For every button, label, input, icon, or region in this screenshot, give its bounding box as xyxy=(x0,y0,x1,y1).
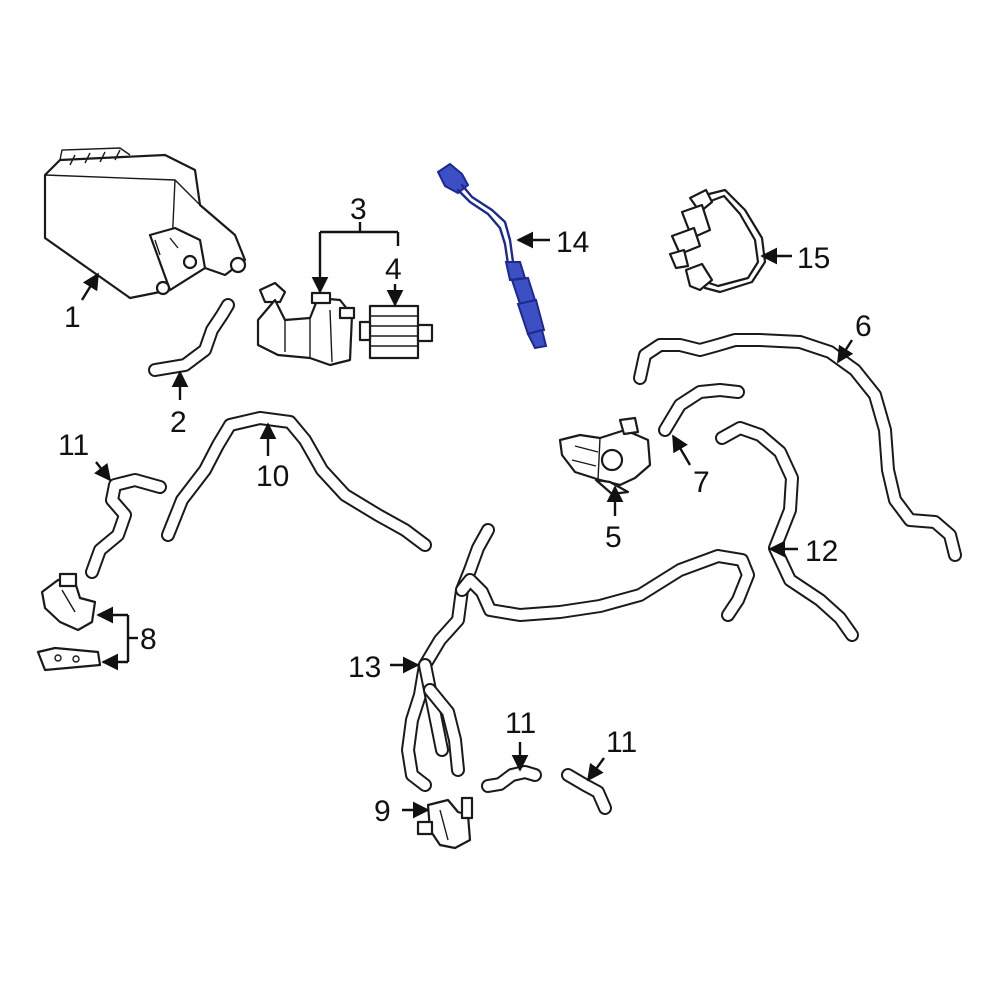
part-1-canister[interactable] xyxy=(43,147,247,300)
callout-13: 13 xyxy=(348,651,381,684)
leader-11c xyxy=(587,757,605,782)
callout-2: 2 xyxy=(170,406,187,439)
callout-7: 7 xyxy=(693,466,710,499)
callout-6: 6 xyxy=(855,310,872,343)
part-9-solenoid[interactable] xyxy=(416,796,474,850)
part-4-filter[interactable] xyxy=(358,304,434,360)
part-6-hose[interactable] xyxy=(633,333,962,562)
part-14-oxygen-sensor[interactable] xyxy=(436,162,548,350)
part-11-hose-upper[interactable] xyxy=(85,473,167,579)
callout-11-middle: 11 xyxy=(505,707,536,740)
callout-10: 10 xyxy=(256,460,289,493)
part-11-hose-lower-middle[interactable] xyxy=(481,765,542,793)
callouts: 1 2 3 4 5 6 7 8 9 10 11 11 11 12 13 14 1… xyxy=(58,193,872,828)
leader-lines xyxy=(80,222,854,819)
leader-6 xyxy=(836,339,854,364)
part-7-hose[interactable] xyxy=(658,383,745,437)
callout-15: 15 xyxy=(797,242,830,275)
callout-1: 1 xyxy=(64,301,81,334)
callout-14: 14 xyxy=(556,226,589,259)
part-13-hose-harness[interactable] xyxy=(401,523,755,792)
callout-5: 5 xyxy=(605,521,622,554)
part-12-hose[interactable] xyxy=(715,421,859,642)
part-8-sensor-bracket[interactable] xyxy=(36,572,102,672)
part-10-hose[interactable] xyxy=(161,411,432,552)
part-3-valve-assembly[interactable] xyxy=(256,281,356,367)
part-5-valve[interactable] xyxy=(558,416,652,496)
leader-7 xyxy=(671,434,692,466)
callout-11-right: 11 xyxy=(606,726,637,759)
part-11-hose-lower-right[interactable] xyxy=(561,768,612,815)
callout-8: 8 xyxy=(140,623,157,656)
part-15-oxygen-sensor[interactable] xyxy=(668,188,767,294)
leader-11a xyxy=(94,461,112,482)
part-2-hose[interactable] xyxy=(148,298,235,377)
callout-3: 3 xyxy=(350,193,367,226)
callout-4: 4 xyxy=(385,253,402,286)
callout-11-upper: 11 xyxy=(58,429,89,462)
leader-1 xyxy=(80,272,100,301)
callout-12: 12 xyxy=(805,535,838,568)
callout-9: 9 xyxy=(374,795,391,828)
